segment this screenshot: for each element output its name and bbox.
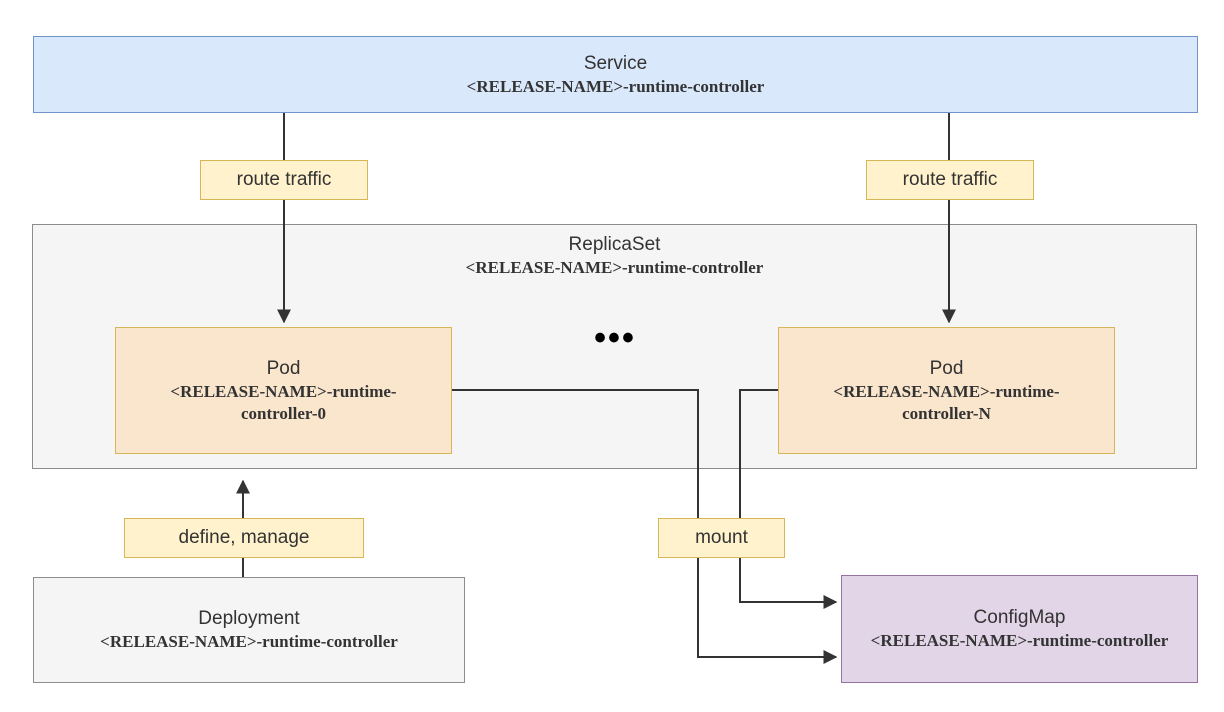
node-deployment[interactable]: Deployment <RELEASE-NAME>-runtime-contro… (33, 577, 465, 683)
replicaset-subtitle: <RELEASE-NAME>-runtime-controller (465, 258, 764, 277)
node-service[interactable]: Service <RELEASE-NAME>-runtime-controlle… (33, 36, 1198, 113)
pod-last-subtitle: <RELEASE-NAME>-runtime-controller-N (833, 381, 1060, 423)
edge-label-mount[interactable]: mount (658, 518, 785, 558)
deployment-title: Deployment (198, 608, 300, 629)
deployment-subtitle: <RELEASE-NAME>-runtime-controller (100, 632, 398, 651)
node-pod-last[interactable]: Pod <RELEASE-NAME>-runtime-controller-N (778, 327, 1115, 454)
service-subtitle: <RELEASE-NAME>-runtime-controller (466, 76, 765, 96)
configmap-subtitle: <RELEASE-NAME>-runtime-controller (870, 631, 1169, 650)
edge-label-route-traffic-right[interactable]: route traffic (866, 160, 1034, 200)
pod-first-subtitle: <RELEASE-NAME>-runtime-controller-0 (170, 381, 397, 423)
edge-mount-to-configmap-lower (697, 558, 838, 664)
service-title: Service (583, 52, 648, 74)
pods-ellipsis-indicator: ••• (594, 319, 636, 357)
edge-label-route-traffic-left[interactable]: route traffic (200, 160, 368, 200)
edge-label-define-manage[interactable]: define, manage (124, 518, 364, 558)
configmap-title: ConfigMap (973, 607, 1066, 628)
pod-first-title: Pod (266, 357, 301, 379)
replicaset-title: ReplicaSet (568, 234, 661, 255)
pod-last-title: Pod (929, 357, 964, 379)
edge-mount-to-configmap-upper (739, 558, 838, 609)
node-pod-first[interactable]: Pod <RELEASE-NAME>-runtime-controller-0 (115, 327, 452, 454)
node-configmap[interactable]: ConfigMap <RELEASE-NAME>-runtime-control… (841, 575, 1198, 683)
